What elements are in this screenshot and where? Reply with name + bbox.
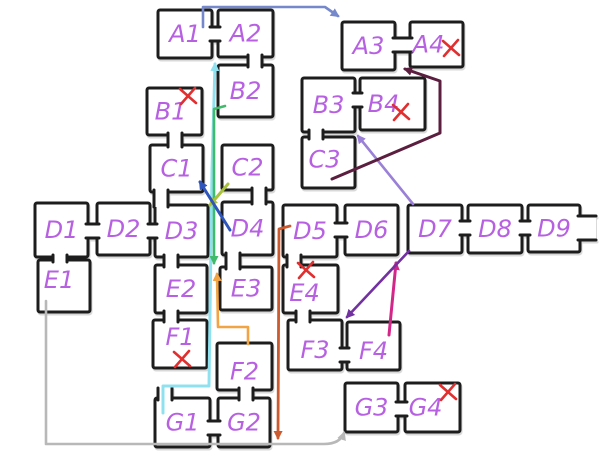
arrow-d5-to-g2 <box>273 224 292 440</box>
room-label-A4: A4 <box>411 31 445 59</box>
room-label-D7: D7 <box>418 215 452 243</box>
room-C2 <box>220 143 275 192</box>
room-label-D2: D2 <box>107 215 141 243</box>
door-D1-E1 <box>51 253 69 264</box>
room-label-E1: E1 <box>44 266 74 294</box>
room-label-F2: F2 <box>230 358 259 386</box>
room-label-C1: C1 <box>160 155 192 183</box>
room-label-A1: A1 <box>167 20 201 48</box>
door-D9-exit-east <box>576 214 598 242</box>
arrow-c3-to-a3a4-door <box>330 67 442 181</box>
room-D4 <box>220 200 275 257</box>
room-label-E3: E3 <box>231 275 261 303</box>
x-mark-B1 <box>178 86 198 106</box>
room-label-C2: C2 <box>231 154 263 182</box>
x-mark-F1 <box>172 349 192 369</box>
room-label-F3: F3 <box>300 336 329 364</box>
door-D5-D6 <box>333 221 349 239</box>
door-D8-D9 <box>518 219 532 237</box>
room-label-A3: A3 <box>351 32 385 60</box>
door-D7-D8 <box>458 219 472 237</box>
arrow-f4-to-d6 <box>387 261 400 337</box>
room-label-G4: G4 <box>409 394 443 422</box>
room-F4 <box>345 320 402 372</box>
door-D2-D3 <box>146 222 159 240</box>
room-label-F1: F1 <box>165 323 194 351</box>
room-F1 <box>151 318 209 370</box>
room-label-D9: D9 <box>537 215 571 243</box>
arrow-d4-to-c1 <box>198 180 232 232</box>
arrow-d7-to-b3b4 <box>356 134 415 206</box>
room-label-B3: B3 <box>313 91 345 119</box>
room-B2 <box>216 63 275 119</box>
door-C2-D4 <box>250 186 268 206</box>
door-B3-B4 <box>351 91 364 109</box>
x-mark-A4 <box>441 38 461 58</box>
room-label-E2: E2 <box>166 275 196 303</box>
room-E2 <box>153 263 209 315</box>
door-A3-A4 <box>391 36 414 54</box>
room-label-B2: B2 <box>230 77 262 105</box>
door-F3-F4 <box>338 346 351 364</box>
room-label-F4: F4 <box>359 337 388 365</box>
room-label-G2: G2 <box>227 409 261 437</box>
arrow-a1-to-a3 <box>201 5 340 29</box>
door-F2-G2 <box>237 386 255 402</box>
room-label-A2: A2 <box>228 20 262 48</box>
room-E3 <box>218 265 274 312</box>
door-corridor-G1 <box>156 386 174 402</box>
door-C1-D3 <box>152 188 170 209</box>
room-label-B4: B4 <box>368 90 400 118</box>
room-label-D6: D6 <box>355 216 389 244</box>
door-G1-G2 <box>206 419 222 437</box>
room-label-D4: D4 <box>231 215 265 243</box>
x-mark-E4 <box>296 260 316 280</box>
routes-layer <box>44 5 442 446</box>
door-B3-C3 <box>307 128 325 141</box>
arrow-e1-to-g3 <box>44 299 346 446</box>
arrow-f2-to-e2e3-junction <box>212 272 250 346</box>
door-A1-A2 <box>208 25 222 43</box>
door-D1-D2 <box>84 222 101 240</box>
door-D3-E2 <box>162 253 180 269</box>
x-mark-B4 <box>391 102 411 122</box>
room-label-E4: E4 <box>289 279 319 307</box>
door-E2-F1 <box>162 309 180 324</box>
room-label-D1: D1 <box>45 216 79 244</box>
door-A2-B2 <box>246 53 264 69</box>
x-marks-layer <box>172 38 461 402</box>
door-G3-G4 <box>394 400 409 418</box>
room-label-G1: G1 <box>166 409 200 437</box>
door-D4-E3 <box>224 251 242 271</box>
x-mark-G4 <box>438 382 458 402</box>
room-label-D5: D5 <box>293 217 327 245</box>
door-E4-F3 <box>294 309 312 324</box>
room-label-C3: C3 <box>308 146 340 174</box>
arrow-b2-to-e2e3-junction <box>209 104 227 265</box>
room-label-D3: D3 <box>165 217 199 245</box>
room-label-D8: D8 <box>478 215 512 243</box>
door-B1-C1 <box>166 131 184 149</box>
room-F3 <box>286 318 344 372</box>
room-label-G3: G3 <box>355 394 389 422</box>
rooms-layer <box>33 8 598 449</box>
arrow-d7-to-f3f4 <box>345 249 411 319</box>
